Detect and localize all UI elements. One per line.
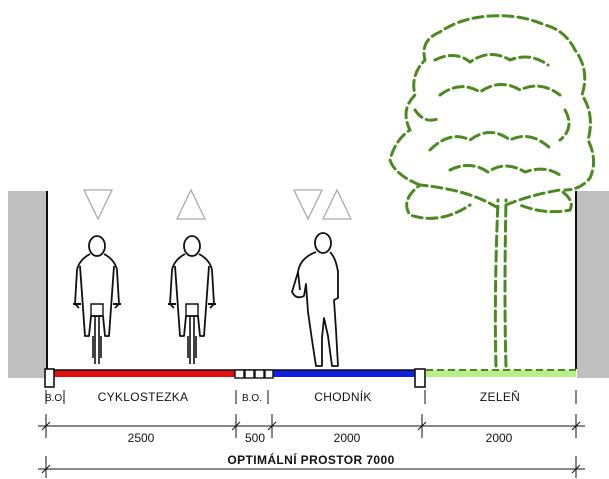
curb-left — [44, 368, 55, 388]
total-dimension-line — [38, 456, 585, 478]
pedestrian-figure — [291, 232, 339, 367]
greenery-surface — [426, 370, 576, 377]
curb-right — [414, 368, 426, 388]
dim-bike-path: 2500 — [128, 431, 155, 445]
direction-up-icon — [321, 188, 353, 220]
bo-middle-label: B.O. — [242, 393, 262, 404]
cyclist-figure — [167, 235, 217, 365]
direction-down-icon — [82, 189, 114, 221]
curb-middle — [234, 369, 274, 379]
bike-path-surface — [54, 370, 235, 377]
sidewalk-surface — [273, 370, 415, 377]
tree-icon — [388, 14, 595, 368]
dim-buffer: 500 — [245, 431, 265, 445]
greenery-label: ZELEŇ — [480, 389, 520, 404]
left-building-wall — [8, 191, 47, 378]
dim-greenery: 2000 — [486, 431, 513, 445]
direction-up-icon — [175, 188, 207, 220]
direction-down-icon — [292, 189, 324, 221]
total-label: OPTIMÁLNÍ PROSTOR 7000 — [227, 452, 394, 467]
dimension-line — [38, 414, 585, 438]
dim-sidewalk: 2000 — [334, 431, 361, 445]
bike-path-label: CYKLOSTEZKA — [98, 390, 189, 404]
bo-left-label: B.O. — [45, 393, 65, 404]
sidewalk-label: CHODNÍK — [314, 389, 371, 404]
cyclist-figure — [72, 235, 122, 365]
right-building-wall — [577, 191, 609, 378]
